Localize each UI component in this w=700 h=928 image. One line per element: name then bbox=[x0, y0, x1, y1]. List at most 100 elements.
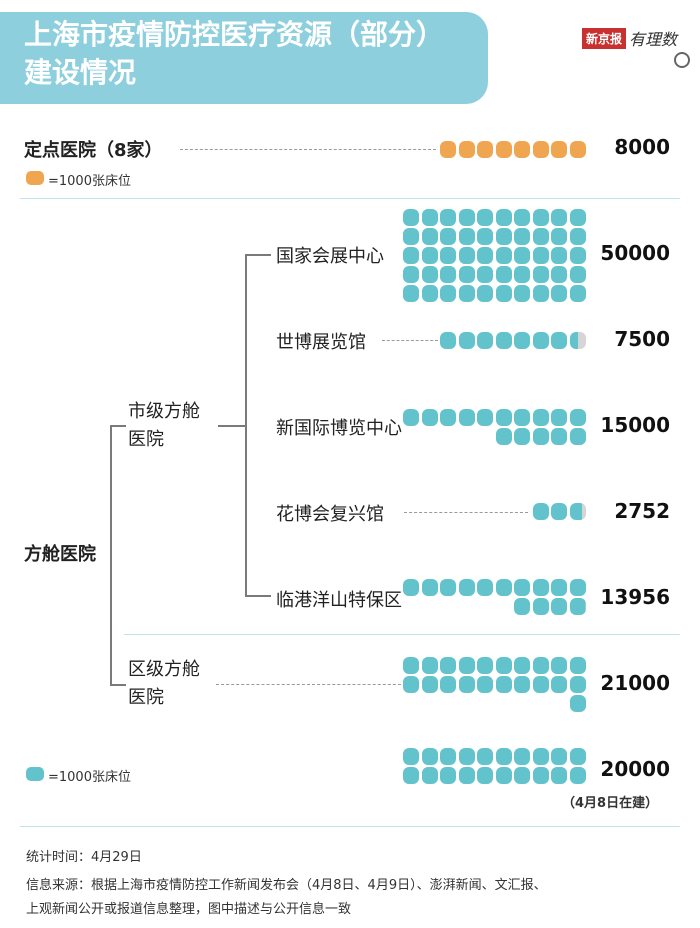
bed-unit-dot bbox=[477, 657, 493, 674]
divider-district bbox=[124, 634, 680, 635]
bed-unit-dot bbox=[532, 285, 549, 302]
district-leader-line bbox=[216, 684, 406, 685]
bed-unit-dot bbox=[551, 428, 567, 445]
header-band bbox=[0, 12, 488, 104]
bed-unit-dot bbox=[532, 767, 549, 784]
bed-unit-dot bbox=[532, 657, 549, 674]
bed-unit-dot bbox=[495, 748, 512, 765]
bed-unit-dot bbox=[477, 409, 493, 426]
bed-unit-dot bbox=[569, 209, 586, 226]
venue-value: 15000 bbox=[600, 413, 670, 437]
bed-unit-dot bbox=[458, 285, 475, 302]
venue-name: 花博会复兴馆 bbox=[276, 504, 384, 525]
bed-unit-dot bbox=[403, 228, 419, 245]
bed-unit-dot bbox=[458, 228, 475, 245]
bed-unit-dot bbox=[440, 228, 456, 245]
bed-unit-dot bbox=[569, 579, 586, 596]
city-level-label-line1: 市级方舱 bbox=[128, 401, 200, 422]
bed-unit-dot bbox=[514, 228, 530, 245]
tree-branch-district bbox=[110, 684, 126, 686]
bed-unit-dot bbox=[532, 409, 549, 426]
bed-unit-dot bbox=[569, 598, 586, 615]
bed-unit-dot bbox=[569, 409, 586, 426]
designated-leader-line bbox=[180, 149, 436, 150]
bed-unit-dot bbox=[495, 247, 512, 264]
district-value: 21000 bbox=[600, 671, 670, 695]
bed-unit-dot bbox=[569, 141, 586, 158]
bed-unit-dot bbox=[458, 676, 475, 693]
bed-unit-dot bbox=[440, 332, 456, 349]
venue-name: 临港洋山特保区 bbox=[276, 590, 402, 611]
bed-unit-dot bbox=[495, 266, 512, 283]
bed-unit-dot bbox=[477, 266, 493, 283]
bed-unit-dot bbox=[532, 579, 549, 596]
bed-unit-dot bbox=[477, 748, 493, 765]
bed-unit-dot bbox=[458, 748, 475, 765]
venue-name: 国家会展中心 bbox=[276, 246, 384, 267]
bed-unit-dot bbox=[495, 657, 512, 674]
bed-unit-dot bbox=[569, 503, 586, 520]
bed-unit-dot bbox=[551, 266, 567, 283]
bed-unit-dot bbox=[532, 598, 549, 615]
bed-unit-dot bbox=[421, 748, 438, 765]
orange-legend-dot bbox=[26, 171, 44, 185]
bed-unit-dot bbox=[551, 579, 567, 596]
designated-value: 8000 bbox=[614, 135, 670, 159]
construction-value: 20000 bbox=[600, 757, 670, 781]
title-line-2: 建设情况 bbox=[24, 56, 137, 89]
bed-unit-dot bbox=[477, 676, 493, 693]
bed-unit-dot bbox=[569, 285, 586, 302]
bed-unit-dot bbox=[551, 332, 567, 349]
bed-unit-dot bbox=[532, 141, 549, 158]
bed-unit-dot bbox=[514, 409, 530, 426]
bed-unit-dot bbox=[440, 579, 456, 596]
bed-unit-dot bbox=[495, 428, 512, 445]
bed-unit-dot bbox=[551, 409, 567, 426]
bed-unit-dot bbox=[532, 748, 549, 765]
district-level-label-line1: 区级方舱 bbox=[128, 659, 200, 680]
bed-unit-dot bbox=[421, 409, 438, 426]
bed-unit-dot bbox=[569, 695, 586, 712]
bed-unit-dot bbox=[551, 657, 567, 674]
bed-unit-dot bbox=[421, 285, 438, 302]
venue-name: 新国际博览中心 bbox=[276, 418, 402, 439]
venue-value: 13956 bbox=[600, 585, 670, 609]
bed-unit-dot bbox=[551, 676, 567, 693]
brand-script: 有理数 bbox=[629, 30, 678, 49]
bed-unit-dot bbox=[551, 228, 567, 245]
bed-unit-dot bbox=[403, 676, 419, 693]
bed-unit-dot bbox=[477, 209, 493, 226]
bed-unit-dot bbox=[440, 247, 456, 264]
bed-unit-dot bbox=[440, 657, 456, 674]
bed-unit-dot bbox=[514, 767, 530, 784]
teal-legend-text: =1000张床位 bbox=[48, 770, 131, 785]
bed-unit-dot bbox=[421, 676, 438, 693]
bed-unit-dot bbox=[495, 141, 512, 158]
bed-unit-dot bbox=[495, 209, 512, 226]
bed-unit-dot bbox=[421, 228, 438, 245]
tree-city-stem bbox=[218, 425, 246, 427]
bed-unit-dot bbox=[421, 266, 438, 283]
bed-unit-dot bbox=[440, 209, 456, 226]
bed-unit-dot bbox=[532, 209, 549, 226]
bed-unit-dot bbox=[532, 266, 549, 283]
district-level-label: 区级方舱 医院 bbox=[128, 656, 200, 712]
settings-icon bbox=[674, 52, 690, 68]
bed-unit-dot bbox=[569, 228, 586, 245]
bed-unit-dot bbox=[421, 657, 438, 674]
bed-unit-dot bbox=[514, 676, 530, 693]
orange-legend-text: =1000张床位 bbox=[48, 174, 131, 189]
tree-leaf-1 bbox=[245, 254, 271, 256]
bed-unit-dot bbox=[477, 767, 493, 784]
bed-unit-dot bbox=[458, 409, 475, 426]
bed-unit-dot bbox=[440, 676, 456, 693]
bed-unit-dot bbox=[477, 141, 493, 158]
bed-unit-dot bbox=[514, 579, 530, 596]
city-level-label: 市级方舱 医院 bbox=[128, 398, 200, 454]
bed-unit-dot bbox=[532, 247, 549, 264]
bed-unit-dot bbox=[458, 266, 475, 283]
district-level-label-line2: 医院 bbox=[128, 687, 164, 708]
bed-unit-dot bbox=[569, 247, 586, 264]
title-line-1: 上海市疫情防控医疗资源（部分） bbox=[24, 18, 445, 51]
bed-unit-dot bbox=[477, 247, 493, 264]
